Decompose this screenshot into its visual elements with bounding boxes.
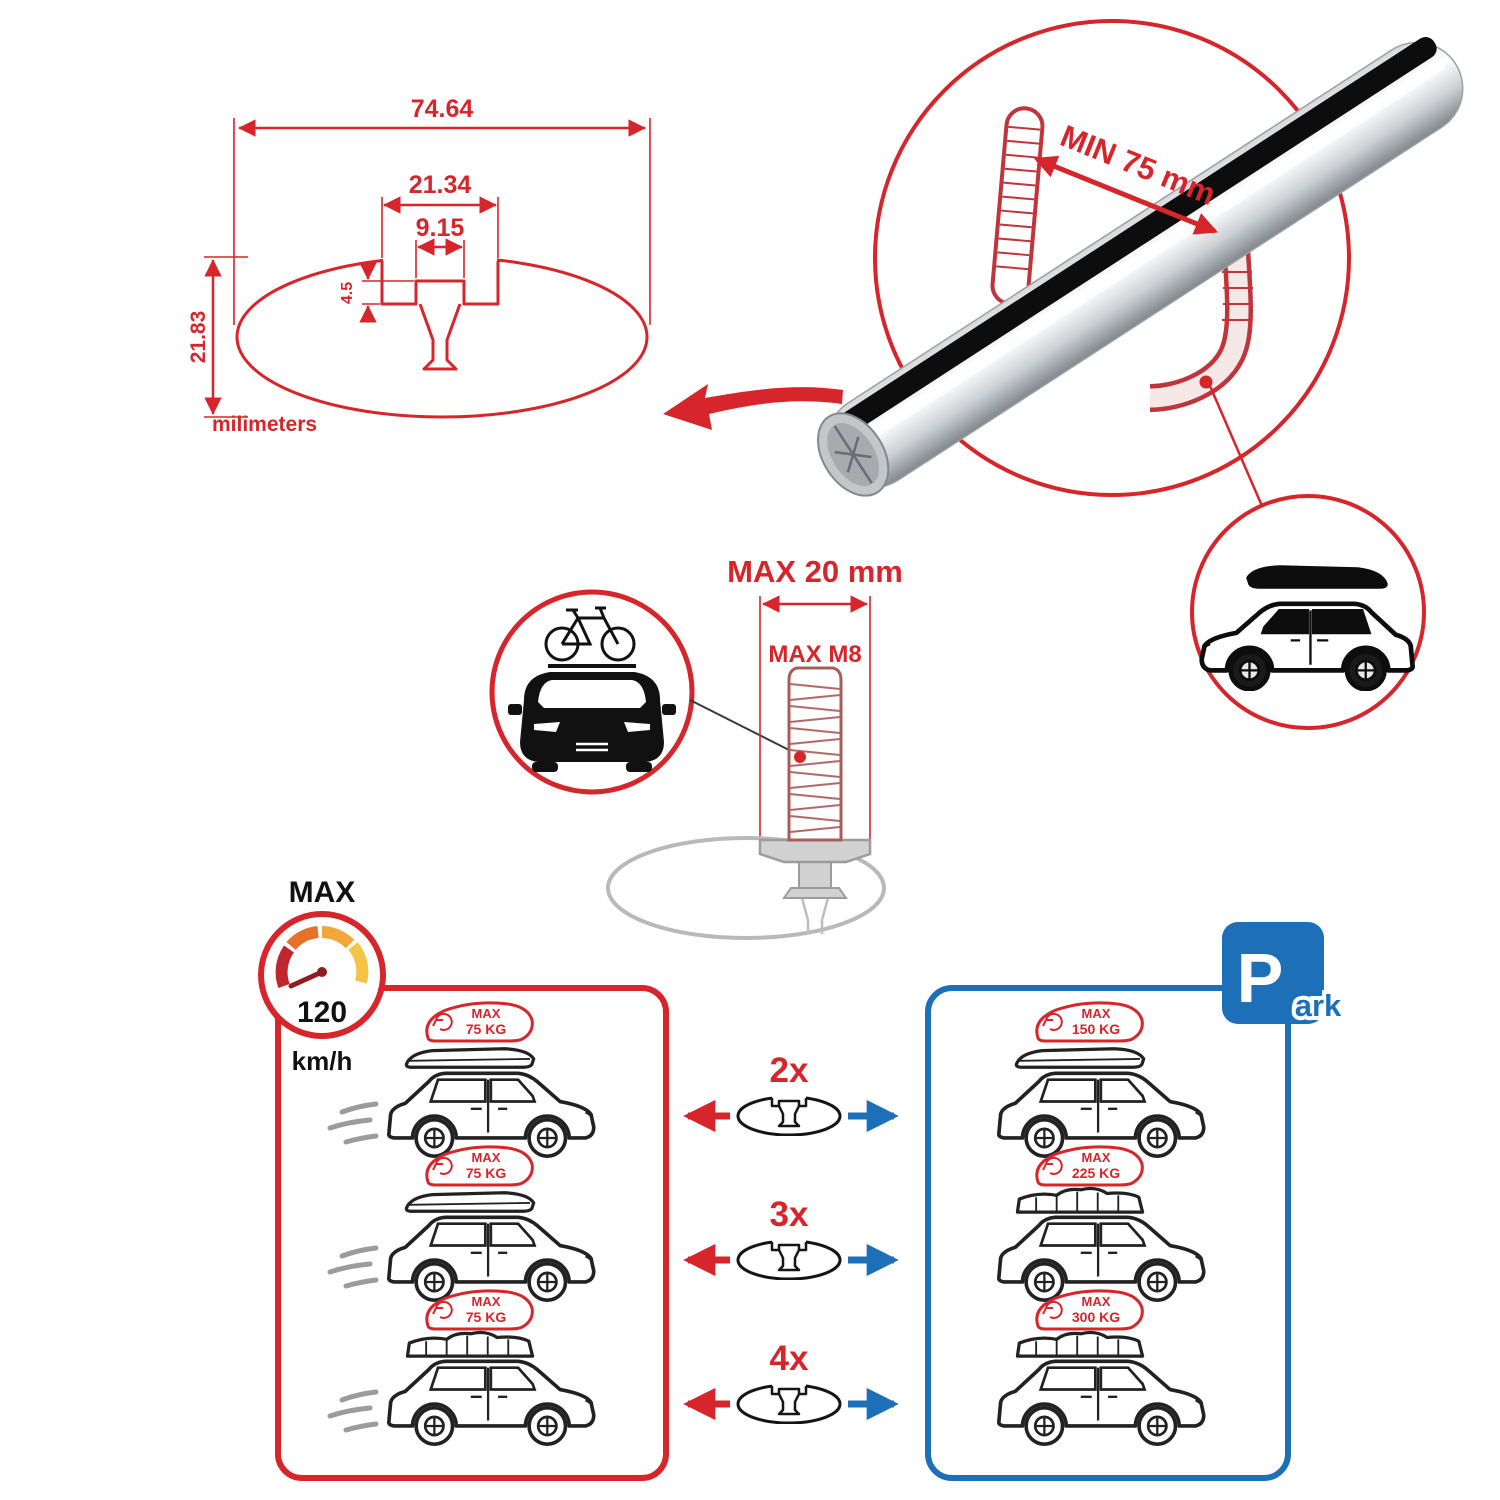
load-value: 150 KG xyxy=(1072,1021,1120,1037)
multiplier-row-2: 3x xyxy=(683,1195,899,1280)
units-label: milimeters xyxy=(212,413,317,436)
multiplier-column: 2x 3x 4x xyxy=(683,1051,899,1424)
load-title: MAX xyxy=(1082,1294,1111,1309)
speed-title: MAX xyxy=(289,876,356,909)
parked-row-2: MAX 225 KG xyxy=(996,1145,1206,1302)
load-value: 75 KG xyxy=(466,1021,507,1037)
car-front-bike-circle xyxy=(489,589,695,795)
bike-icon xyxy=(544,606,636,662)
driving-row-1: MAX 75 KG xyxy=(327,1001,596,1158)
dim-profile-height: 21.83 xyxy=(187,311,210,364)
parked-row-1: MAX 150 KG xyxy=(996,1001,1206,1158)
car-roofbox-circle xyxy=(1190,494,1426,730)
load-value: 300 KG xyxy=(1072,1309,1120,1325)
u-bolt-strap-right xyxy=(1149,218,1253,412)
dim-lip-height: 4.5 xyxy=(339,282,356,304)
load-value: 75 KG xyxy=(466,1309,507,1325)
multiplier-label: 3x xyxy=(770,1195,809,1234)
bolt-point-dot xyxy=(794,751,806,763)
load-value: 225 KG xyxy=(1072,1165,1120,1181)
bolt-width-label: MAX 20 mm xyxy=(727,554,903,589)
profile-stem xyxy=(418,303,462,371)
multiplier-label: 4x xyxy=(770,1339,809,1378)
parked-rows: MAX 150 KG MAX 225 KG MAX 300 KG xyxy=(996,1001,1206,1446)
bolt-callout: MAX 20 mm MAX M8 xyxy=(489,554,903,940)
multiplier-label: 2x xyxy=(770,1051,809,1090)
parking-sign-ark: ark xyxy=(1295,988,1342,1023)
driving-row-3: MAX 75 KG xyxy=(327,1289,596,1446)
load-title: MAX xyxy=(472,1006,501,1021)
pointer-arrow xyxy=(663,384,843,430)
speed-limit-gauge: MAX 120 km/h xyxy=(258,876,386,1076)
profile-slot xyxy=(380,261,500,306)
bar-photo-callout: MIN 75 mm xyxy=(817,19,1464,730)
dim-slot-inner: 9.15 xyxy=(416,214,465,242)
speed-units: km/h xyxy=(292,1046,353,1076)
load-title: MAX xyxy=(472,1150,501,1165)
gauge-needle xyxy=(288,969,325,989)
driving-rows: MAX 75 KG MAX 75 KG MAX 75 KG xyxy=(327,1001,596,1446)
clamp-point-dot xyxy=(1199,375,1213,389)
load-value: 75 KG xyxy=(466,1165,507,1181)
t-bolt xyxy=(758,666,872,899)
parking-sign: P ark xyxy=(1222,922,1346,1027)
multiplier-row-3: 4x xyxy=(683,1339,899,1424)
parking-sign-p: P xyxy=(1237,939,1284,1017)
parked-row-3: MAX 300 KG xyxy=(996,1289,1206,1446)
speed-value: 120 xyxy=(297,996,347,1029)
circle-connector-line xyxy=(1208,385,1264,507)
load-title: MAX xyxy=(1082,1006,1111,1021)
load-title: MAX xyxy=(1082,1150,1111,1165)
driving-row-2: MAX 75 KG xyxy=(327,1145,596,1302)
multiplier-row-1: 2x xyxy=(683,1051,899,1136)
aluminium-bar xyxy=(817,37,1464,497)
load-title: MAX xyxy=(472,1294,501,1309)
car-front-icon xyxy=(508,664,676,772)
dim-total-width: 74.64 xyxy=(411,95,474,123)
cross-section-diagram: 74.64 21.34 9.15 4.5 21.83 milimeters xyxy=(187,95,843,436)
bolt-connector-line xyxy=(689,699,798,755)
dim-slot-outer: 21.34 xyxy=(409,171,472,199)
bolt-thread-label: MAX M8 xyxy=(768,641,861,668)
